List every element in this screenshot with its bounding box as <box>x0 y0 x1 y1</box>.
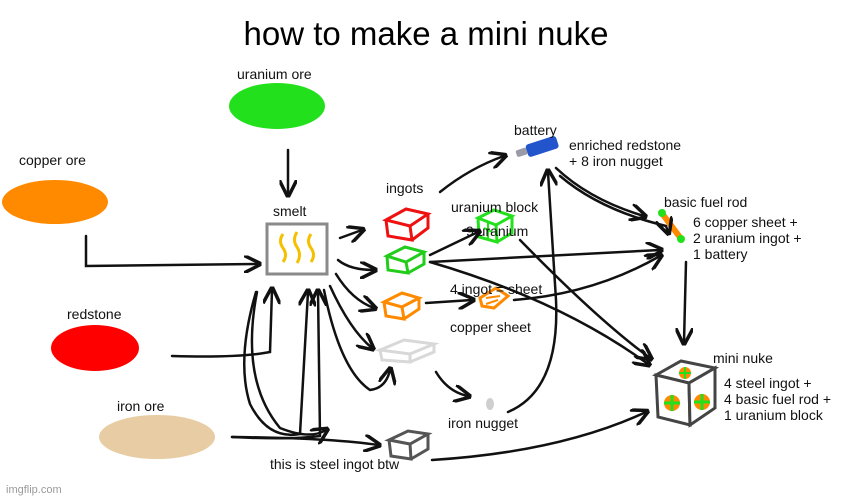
copper-sheet-label: copper sheet <box>450 319 531 335</box>
red-ingot-icon <box>381 207 432 242</box>
page-title: how to make a mini nuke <box>243 15 609 52</box>
battery-recipe-line: + 8 iron nugget <box>569 153 663 169</box>
fuel-rod-recipe: 6 copper sheet + 2 uranium ingot + 1 bat… <box>693 214 802 262</box>
iron-ingot-icon <box>374 338 440 364</box>
uranium-ore-blob <box>229 83 325 129</box>
copper-ingot-icon <box>379 291 423 321</box>
fuel-rod-label: basic fuel rod <box>664 194 748 210</box>
battery-label: battery <box>514 122 557 138</box>
uranium-ore-label: uranium ore <box>237 66 312 82</box>
mini-nuke-recipe: 4 steel ingot + 4 basic fuel rod + 1 ura… <box>724 375 831 423</box>
copper-sheet-icon <box>478 286 511 310</box>
uranium-ingot-icon <box>383 245 428 275</box>
fuel-rod-recipe-line: 1 battery <box>693 246 748 262</box>
furnace-icon <box>265 222 329 276</box>
fuel-rod-recipe-line: 2 uranium ingot + <box>693 230 802 246</box>
mini-nuke-recipe-line: 1 uranium block <box>724 407 823 423</box>
mini-nuke-recipe-line: 4 steel ingot + <box>724 375 812 391</box>
iron-ore-blob <box>99 415 215 459</box>
mini-nuke-recipe-line: 4 basic fuel rod + <box>724 391 832 407</box>
ingots-label: ingots <box>386 180 424 196</box>
battery-recipe: enriched redstone + 8 iron nugget <box>569 137 681 169</box>
iron-nugget-icon <box>486 398 494 410</box>
steel-ingot-icon <box>384 429 433 461</box>
uranium-block-recipe: 9 uranium <box>466 223 529 239</box>
mini-nuke-label: mini nuke <box>713 350 773 366</box>
watermark: imgflip.com <box>6 484 62 496</box>
mini-nuke-icon <box>651 359 720 428</box>
copper-ore-blob <box>2 180 108 224</box>
redstone-blob <box>51 325 139 371</box>
battery-icon <box>515 136 559 157</box>
iron-nugget-label: iron nugget <box>448 415 519 431</box>
flow-arrows <box>84 148 686 462</box>
iron-ore-label: iron ore <box>117 398 165 414</box>
battery-recipe-line: enriched redstone <box>569 137 682 153</box>
copper-ore-label: copper ore <box>19 152 86 168</box>
smelt-label: smelt <box>273 203 307 219</box>
redstone-label: redstone <box>67 306 122 322</box>
steel-ingot-note: this is steel ingot btw <box>270 456 400 472</box>
ingot-sheet-recipe: 4 ingot = sheet <box>450 281 543 297</box>
uranium-block-label: uranium block <box>451 199 539 215</box>
uranium-block-icon <box>474 208 516 245</box>
fuel-rod-recipe-line: 6 copper sheet + <box>693 214 798 230</box>
